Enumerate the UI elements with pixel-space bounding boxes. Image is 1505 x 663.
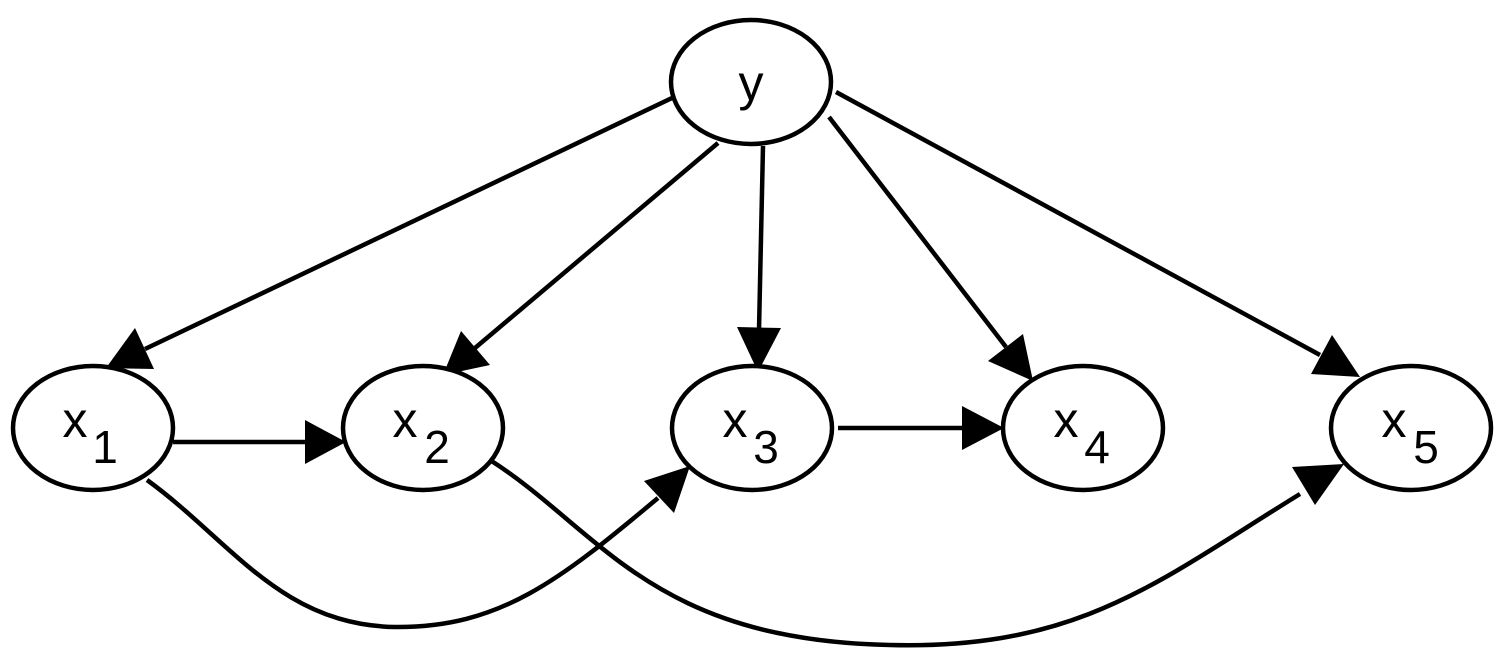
node-x2-subscript: 2: [424, 421, 450, 473]
node-x3-subscript: 3: [753, 421, 779, 473]
node-x3-label: x: [723, 392, 748, 448]
arrowhead-y-x1: [106, 328, 154, 369]
edge-x3-x4: [838, 406, 1004, 450]
node-x2[interactable]: x 2: [340, 363, 506, 493]
node-x5[interactable]: x 5: [1328, 363, 1494, 493]
node-y-label: y: [739, 55, 764, 111]
arrowhead-y-x5: [1311, 335, 1360, 377]
node-x1-subscript: 1: [92, 421, 118, 473]
edges: [106, 90, 1360, 648]
node-x3[interactable]: x 3: [669, 363, 835, 493]
nodes: y x 1 x 2 x 3 x 4 x 5: [10, 17, 1494, 493]
edge-y-x1: [106, 95, 673, 369]
node-x4-label: x: [1054, 392, 1079, 448]
node-x5-label: x: [1382, 392, 1407, 448]
node-x5-subscript: 5: [1413, 421, 1439, 473]
arrowhead-x3-x4: [962, 406, 1004, 450]
node-x1-label: x: [63, 392, 88, 448]
edge-y-x2: [443, 141, 720, 375]
node-y[interactable]: y: [668, 17, 834, 147]
node-x1[interactable]: x 1: [10, 363, 176, 493]
arrowhead-x2-x5: [1292, 464, 1344, 505]
edge-x1-x2: [173, 420, 346, 464]
edge-x1-x3: [145, 466, 690, 630]
node-x4-subscript: 4: [1084, 421, 1110, 473]
arrowhead-x1-x3: [644, 466, 690, 513]
edge-y-x5: [834, 90, 1360, 377]
arrowhead-y-x3: [737, 327, 781, 372]
arrowhead-x1-x2: [305, 420, 346, 464]
edge-y-x3: [737, 145, 781, 372]
arrowhead-y-x4: [988, 334, 1033, 381]
node-x2-label: x: [393, 392, 418, 448]
edge-y-x4: [827, 115, 1033, 381]
edge-x2-x5: [488, 458, 1344, 648]
arrowhead-y-x2: [443, 331, 490, 375]
node-x4[interactable]: x 4: [1000, 363, 1166, 493]
